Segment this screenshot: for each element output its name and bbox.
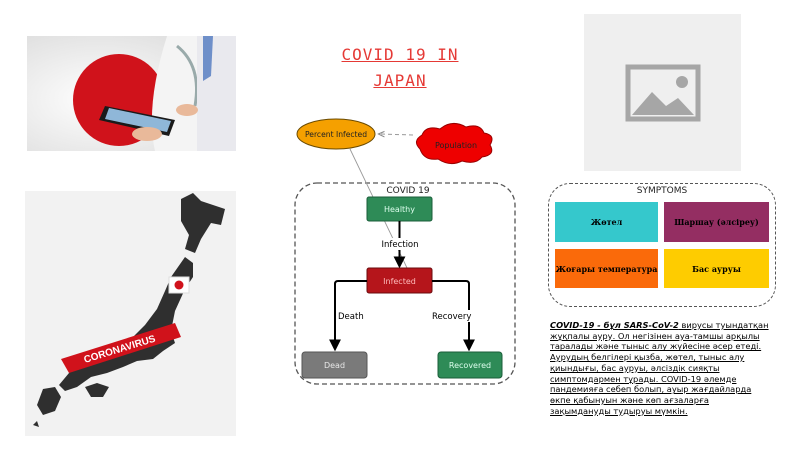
dead-label: Dead — [324, 361, 345, 370]
recovered-node — [437, 351, 503, 379]
symptoms-container — [548, 183, 776, 307]
description-text: COVID-19 - бұл SARS-CoV-2 вирусы туындат… — [550, 320, 770, 416]
death-edge-label: Death — [338, 312, 364, 322]
symptom-headache-label: Бас ауруы — [692, 263, 741, 274]
infected-label: Infected — [383, 277, 416, 286]
percent-infected-node — [296, 118, 376, 150]
description-lead: COVID-19 - бұл SARS-CoV-2 — [550, 320, 679, 330]
dead-node — [301, 351, 368, 379]
percent-infected-label: Percent Infected — [305, 130, 367, 139]
title-line-2: JAPAN — [373, 71, 427, 90]
covid-container-title: COVID 19 — [386, 186, 430, 196]
symptom-cough-label: Жөтел — [590, 217, 623, 227]
recovery-edge-label: Recovery — [432, 312, 471, 322]
covid-container — [294, 182, 516, 385]
title-line-1: COVID 19 IN — [341, 45, 459, 64]
infected-to-dead-edge — [329, 280, 367, 352]
recovered-label: Recovered — [449, 361, 491, 370]
doctor-photo — [27, 36, 236, 151]
population-cloud — [416, 123, 493, 165]
covid-state-diagram: COVID 19 Population Percent Infected Hea… — [294, 118, 516, 385]
symptom-fatigue-label: Шаршау (әлсіреу) — [674, 217, 759, 227]
symptom-fatigue: Шаршау (әлсіреу) — [664, 202, 769, 242]
symptoms-title: SYMPTOMS — [636, 186, 688, 196]
page-title: COVID 19 IN JAPAN — [300, 42, 500, 94]
population-label: Population — [435, 141, 477, 150]
japan-map-photo: CORONAVIRUS — [25, 191, 236, 436]
healthy-label: Healthy — [384, 205, 415, 214]
description-body: вирусы туындатқан жұқпалы ауру. Ол негіз… — [550, 320, 769, 416]
population-to-percent-edge — [379, 134, 414, 135]
symptom-headache: Бас ауруы — [664, 249, 769, 288]
symptom-cough: Жөтел — [555, 202, 658, 242]
image-placeholder-icon — [625, 64, 701, 122]
symptom-fever-label: Жоғары температура — [555, 263, 658, 274]
image-placeholder — [584, 14, 741, 171]
infected-to-recovered-edge — [432, 280, 475, 352]
infection-edge-label: Infection — [381, 240, 418, 250]
symptom-fever: Жоғары температура — [555, 249, 658, 288]
